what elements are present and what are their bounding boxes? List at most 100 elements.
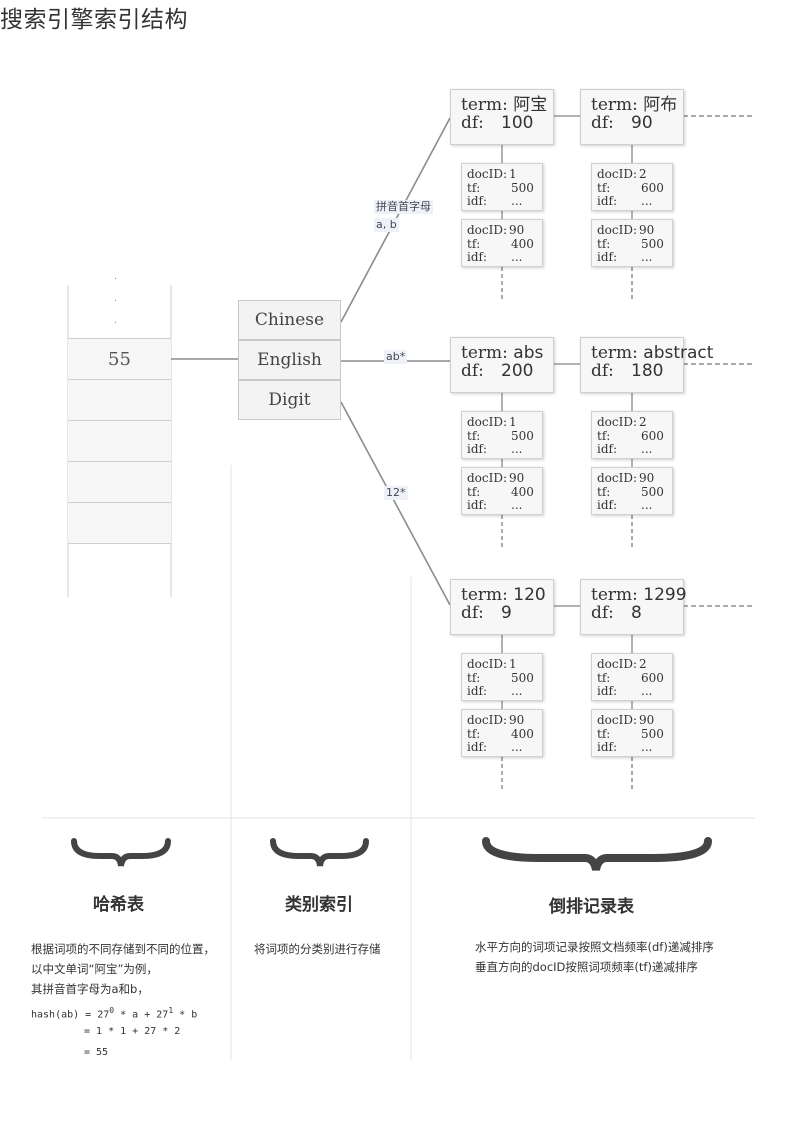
category-description: 将词项的分类别进行存储 bbox=[254, 942, 381, 956]
hash-dot: . bbox=[114, 272, 117, 282]
term-label: term: bbox=[591, 585, 638, 605]
digit-branch-line bbox=[340, 401, 451, 606]
idf-label: idf: bbox=[597, 740, 618, 754]
hash-formula-line2: = 1 * 1 + 27 * 2 bbox=[84, 1026, 181, 1037]
tf-value: 600 bbox=[641, 670, 664, 685]
tf-label: tf: bbox=[597, 670, 611, 685]
idf-label: idf: bbox=[597, 194, 618, 208]
tf-value: 400 bbox=[511, 726, 534, 741]
df-value: 90 bbox=[631, 113, 653, 133]
page-title: 搜索引擎索引结构 bbox=[0, 7, 188, 33]
term-label: term: bbox=[461, 585, 508, 605]
tf-value: 500 bbox=[641, 236, 664, 251]
connector-label-digit: 12* bbox=[384, 486, 408, 500]
term-box: term: abstract df: 180 bbox=[580, 337, 713, 393]
docid-value: 90 bbox=[509, 223, 525, 237]
df-label: df: bbox=[461, 603, 484, 623]
tf-label: tf: bbox=[467, 726, 481, 741]
docid-label: docID: bbox=[467, 223, 508, 237]
section-label-postings: 倒排记录表 bbox=[549, 897, 634, 917]
idf-value: ... bbox=[641, 684, 653, 698]
df-value: 8 bbox=[631, 603, 642, 623]
tf-label: tf: bbox=[467, 236, 481, 251]
idf-value: ... bbox=[511, 442, 523, 456]
idf-label: idf: bbox=[597, 250, 618, 264]
term-label: term: bbox=[461, 95, 508, 115]
hash-cell bbox=[68, 502, 171, 544]
idf-value: ... bbox=[511, 684, 523, 698]
docid-value: 1 bbox=[509, 167, 517, 181]
docid-label: docID: bbox=[467, 713, 508, 727]
docid-value: 1 bbox=[509, 657, 517, 671]
tf-label: tf: bbox=[597, 236, 611, 251]
hash-cell bbox=[68, 420, 171, 461]
docid-value: 2 bbox=[639, 657, 647, 671]
idf-label: idf: bbox=[467, 684, 488, 698]
docid-label: docID: bbox=[597, 471, 638, 485]
term-value: 1299 bbox=[643, 585, 687, 605]
section-label-hash: 哈希表 bbox=[93, 895, 144, 915]
tf-label: tf: bbox=[597, 726, 611, 741]
docid-label: docID: bbox=[597, 713, 638, 727]
term-value: abstract bbox=[643, 343, 714, 363]
tf-value: 500 bbox=[511, 428, 534, 443]
idf-label: idf: bbox=[467, 498, 488, 512]
hash-formula-line3: = 55 bbox=[84, 1047, 109, 1058]
tf-label: tf: bbox=[467, 428, 481, 443]
df-label: df: bbox=[591, 361, 614, 381]
hash-cell bbox=[68, 379, 171, 420]
docid-label: docID: bbox=[597, 657, 638, 671]
tf-value: 500 bbox=[641, 484, 664, 499]
connector-label-chinese: 拼音首字母 bbox=[374, 200, 433, 214]
connector-label-english: ab* bbox=[384, 350, 408, 364]
df-value: 180 bbox=[631, 361, 664, 381]
idf-value: ... bbox=[511, 740, 523, 754]
postings-description: 水平方向的词项记录按照文档频率(df)递减排序 垂直方向的docID按照词项频率… bbox=[475, 940, 714, 974]
hash-cell bbox=[68, 461, 171, 502]
df-value: 200 bbox=[501, 361, 534, 381]
posting-box: docID:90 tf: 500 idf:... bbox=[591, 467, 673, 515]
idf-value: ... bbox=[511, 250, 523, 264]
idf-value: ... bbox=[641, 498, 653, 512]
idf-label: idf: bbox=[467, 442, 488, 456]
category-brace-icon bbox=[270, 838, 369, 867]
hash-dot: . bbox=[114, 316, 117, 326]
docid-label: docID: bbox=[597, 223, 638, 237]
category-english: English bbox=[238, 340, 341, 380]
idf-value: ... bbox=[641, 740, 653, 754]
tf-value: 500 bbox=[511, 180, 534, 195]
df-label: df: bbox=[591, 113, 614, 133]
term-value: 阿宝 bbox=[513, 95, 548, 115]
tf-label: tf: bbox=[597, 484, 611, 499]
docid-label: docID: bbox=[597, 415, 638, 429]
idf-value: ... bbox=[511, 498, 523, 512]
tf-value: 500 bbox=[511, 670, 534, 685]
term-label: term: bbox=[591, 343, 638, 363]
docid-value: 90 bbox=[639, 471, 655, 485]
hash-dot: . bbox=[114, 294, 117, 304]
term-label: term: bbox=[591, 95, 638, 115]
idf-label: idf: bbox=[597, 498, 618, 512]
docid-label: docID: bbox=[467, 167, 508, 181]
df-value: 9 bbox=[501, 603, 512, 623]
tf-label: tf: bbox=[467, 484, 481, 499]
hash-description: 根据词项的不同存储到不同的位置， 以中文单词“阿宝”为例， 其拼音首字母为a和b… bbox=[31, 939, 215, 1063]
tf-label: tf: bbox=[467, 180, 481, 195]
docid-label: docID: bbox=[467, 415, 508, 429]
idf-value: ... bbox=[641, 194, 653, 208]
df-label: df: bbox=[461, 361, 484, 381]
idf-value: ... bbox=[641, 442, 653, 456]
category-digit: Digit bbox=[238, 380, 341, 420]
tf-label: tf: bbox=[597, 180, 611, 195]
docid-label: docID: bbox=[467, 471, 508, 485]
